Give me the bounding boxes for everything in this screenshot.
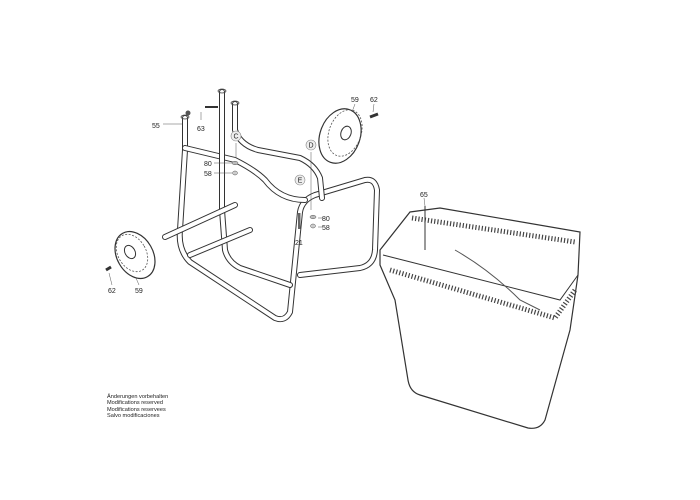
label-wheel-left: 59: [135, 288, 143, 295]
cart-frame: [162, 88, 380, 323]
label-frame: 55: [152, 123, 160, 130]
wheel-right: [318, 108, 363, 164]
label-wheel-right: 59: [351, 97, 359, 104]
part-numbers: 55 63 59 62 80 58 80 58 21 65 62 59: [108, 97, 428, 295]
collection-basket: [379, 206, 581, 429]
note-line: Modifications reserved: [107, 400, 163, 407]
marker-e: E: [298, 178, 303, 185]
reference-markers: C D E: [230, 130, 317, 186]
note-line: Salvo modificaciones: [107, 413, 160, 420]
label-nut-right: 58: [322, 225, 330, 232]
label-nut-left: 58: [204, 171, 212, 178]
wheel-left: [114, 230, 156, 280]
label-pin: 21: [295, 240, 303, 247]
label-screw-right: 62: [370, 97, 378, 104]
note-line: Modifications reservees: [107, 406, 166, 413]
label-washer-left: 80: [204, 161, 212, 168]
label-washer-right: 80: [322, 216, 330, 223]
note-line: Änderungen vorbehalten: [107, 394, 169, 400]
modification-notice: Änderungen vorbehalten Modifications res…: [107, 394, 168, 420]
label-basket: 65: [420, 192, 428, 199]
label-screw-left: 62: [108, 288, 116, 295]
marker-c: C: [233, 134, 238, 141]
leader-lines: [108, 103, 426, 286]
fasteners: [105, 106, 379, 272]
marker-d: D: [308, 143, 313, 150]
label-screw-top: 63: [197, 126, 205, 133]
